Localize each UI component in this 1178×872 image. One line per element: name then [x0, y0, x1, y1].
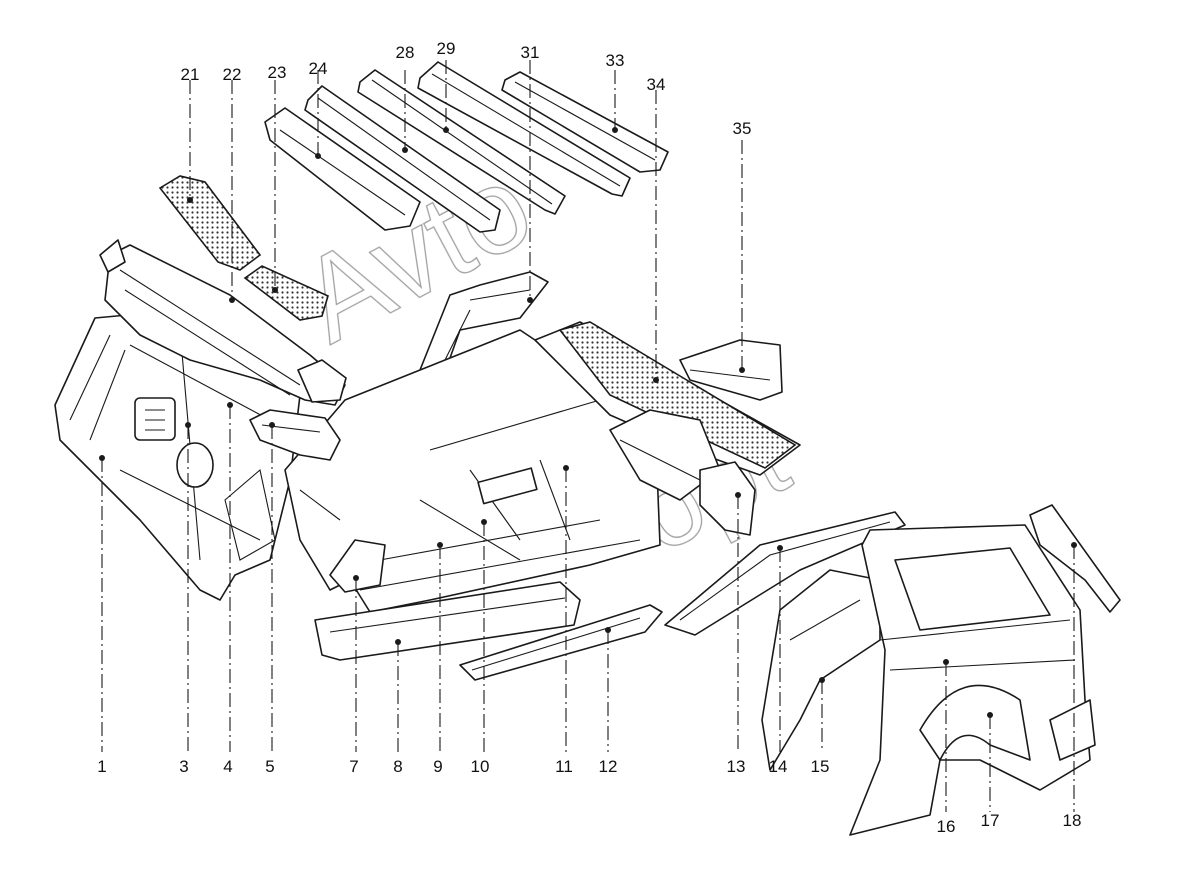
callout-34: 34 [647, 75, 666, 94]
callout-33: 33 [606, 51, 625, 70]
callout-18: 18 [1063, 811, 1082, 830]
callout-12: 12 [599, 757, 618, 776]
callout-10: 10 [471, 757, 490, 776]
part-side-sill-12 [459, 604, 663, 681]
part-rear-floor [534, 321, 801, 501]
part-vent-grille-21 [158, 175, 262, 271]
callout-28: 28 [396, 43, 415, 62]
callout-1: 1 [97, 757, 106, 776]
part-roof-bow-29 [357, 69, 566, 215]
part-bracket-7 [329, 539, 386, 593]
part-reinforcement-24 [264, 107, 421, 231]
part-cowl-top [99, 239, 347, 406]
part-quarter-extension-18 [1029, 504, 1121, 613]
callout-11: 11 [555, 757, 573, 776]
callout-3: 3 [179, 757, 188, 776]
part-roof-bow-28 [304, 85, 501, 233]
callout-4: 4 [223, 757, 232, 776]
callout-16: 16 [937, 817, 956, 836]
callout-21: 21 [181, 65, 200, 84]
part-rear-rail-14 [664, 511, 906, 636]
part-vent-grille-23 [243, 265, 329, 321]
callout-9: 9 [433, 757, 442, 776]
leader-lines [101, 60, 1075, 812]
callout-29: 29 [437, 39, 456, 58]
part-rear-bracket-35 [679, 339, 783, 401]
leader-dots [99, 127, 1077, 718]
part-roof-bow-31 [417, 61, 631, 197]
callout-14: 14 [769, 757, 788, 776]
callout-35: 35 [733, 119, 752, 138]
callout-24: 24 [309, 59, 328, 78]
callout-17: 17 [981, 811, 1000, 830]
part-dash-panel [54, 311, 301, 601]
callout-31: 31 [521, 43, 540, 62]
callout-22: 22 [223, 65, 242, 84]
callout-13: 13 [727, 757, 746, 776]
part-side-sill-8 [314, 581, 581, 661]
callout-15: 15 [811, 757, 830, 776]
callout-8: 8 [393, 757, 402, 776]
callout-5: 5 [265, 757, 274, 776]
callout-labels: 1 3 4 5 7 8 9 10 11 12 13 14 15 16 17 18… [97, 39, 1081, 836]
callout-23: 23 [268, 63, 287, 82]
part-roof-bow-33 [501, 71, 669, 173]
callout-7: 7 [349, 757, 358, 776]
part-inner-wheelhouse-13 [699, 461, 756, 536]
part-rear-quarter-panel [849, 524, 1096, 836]
